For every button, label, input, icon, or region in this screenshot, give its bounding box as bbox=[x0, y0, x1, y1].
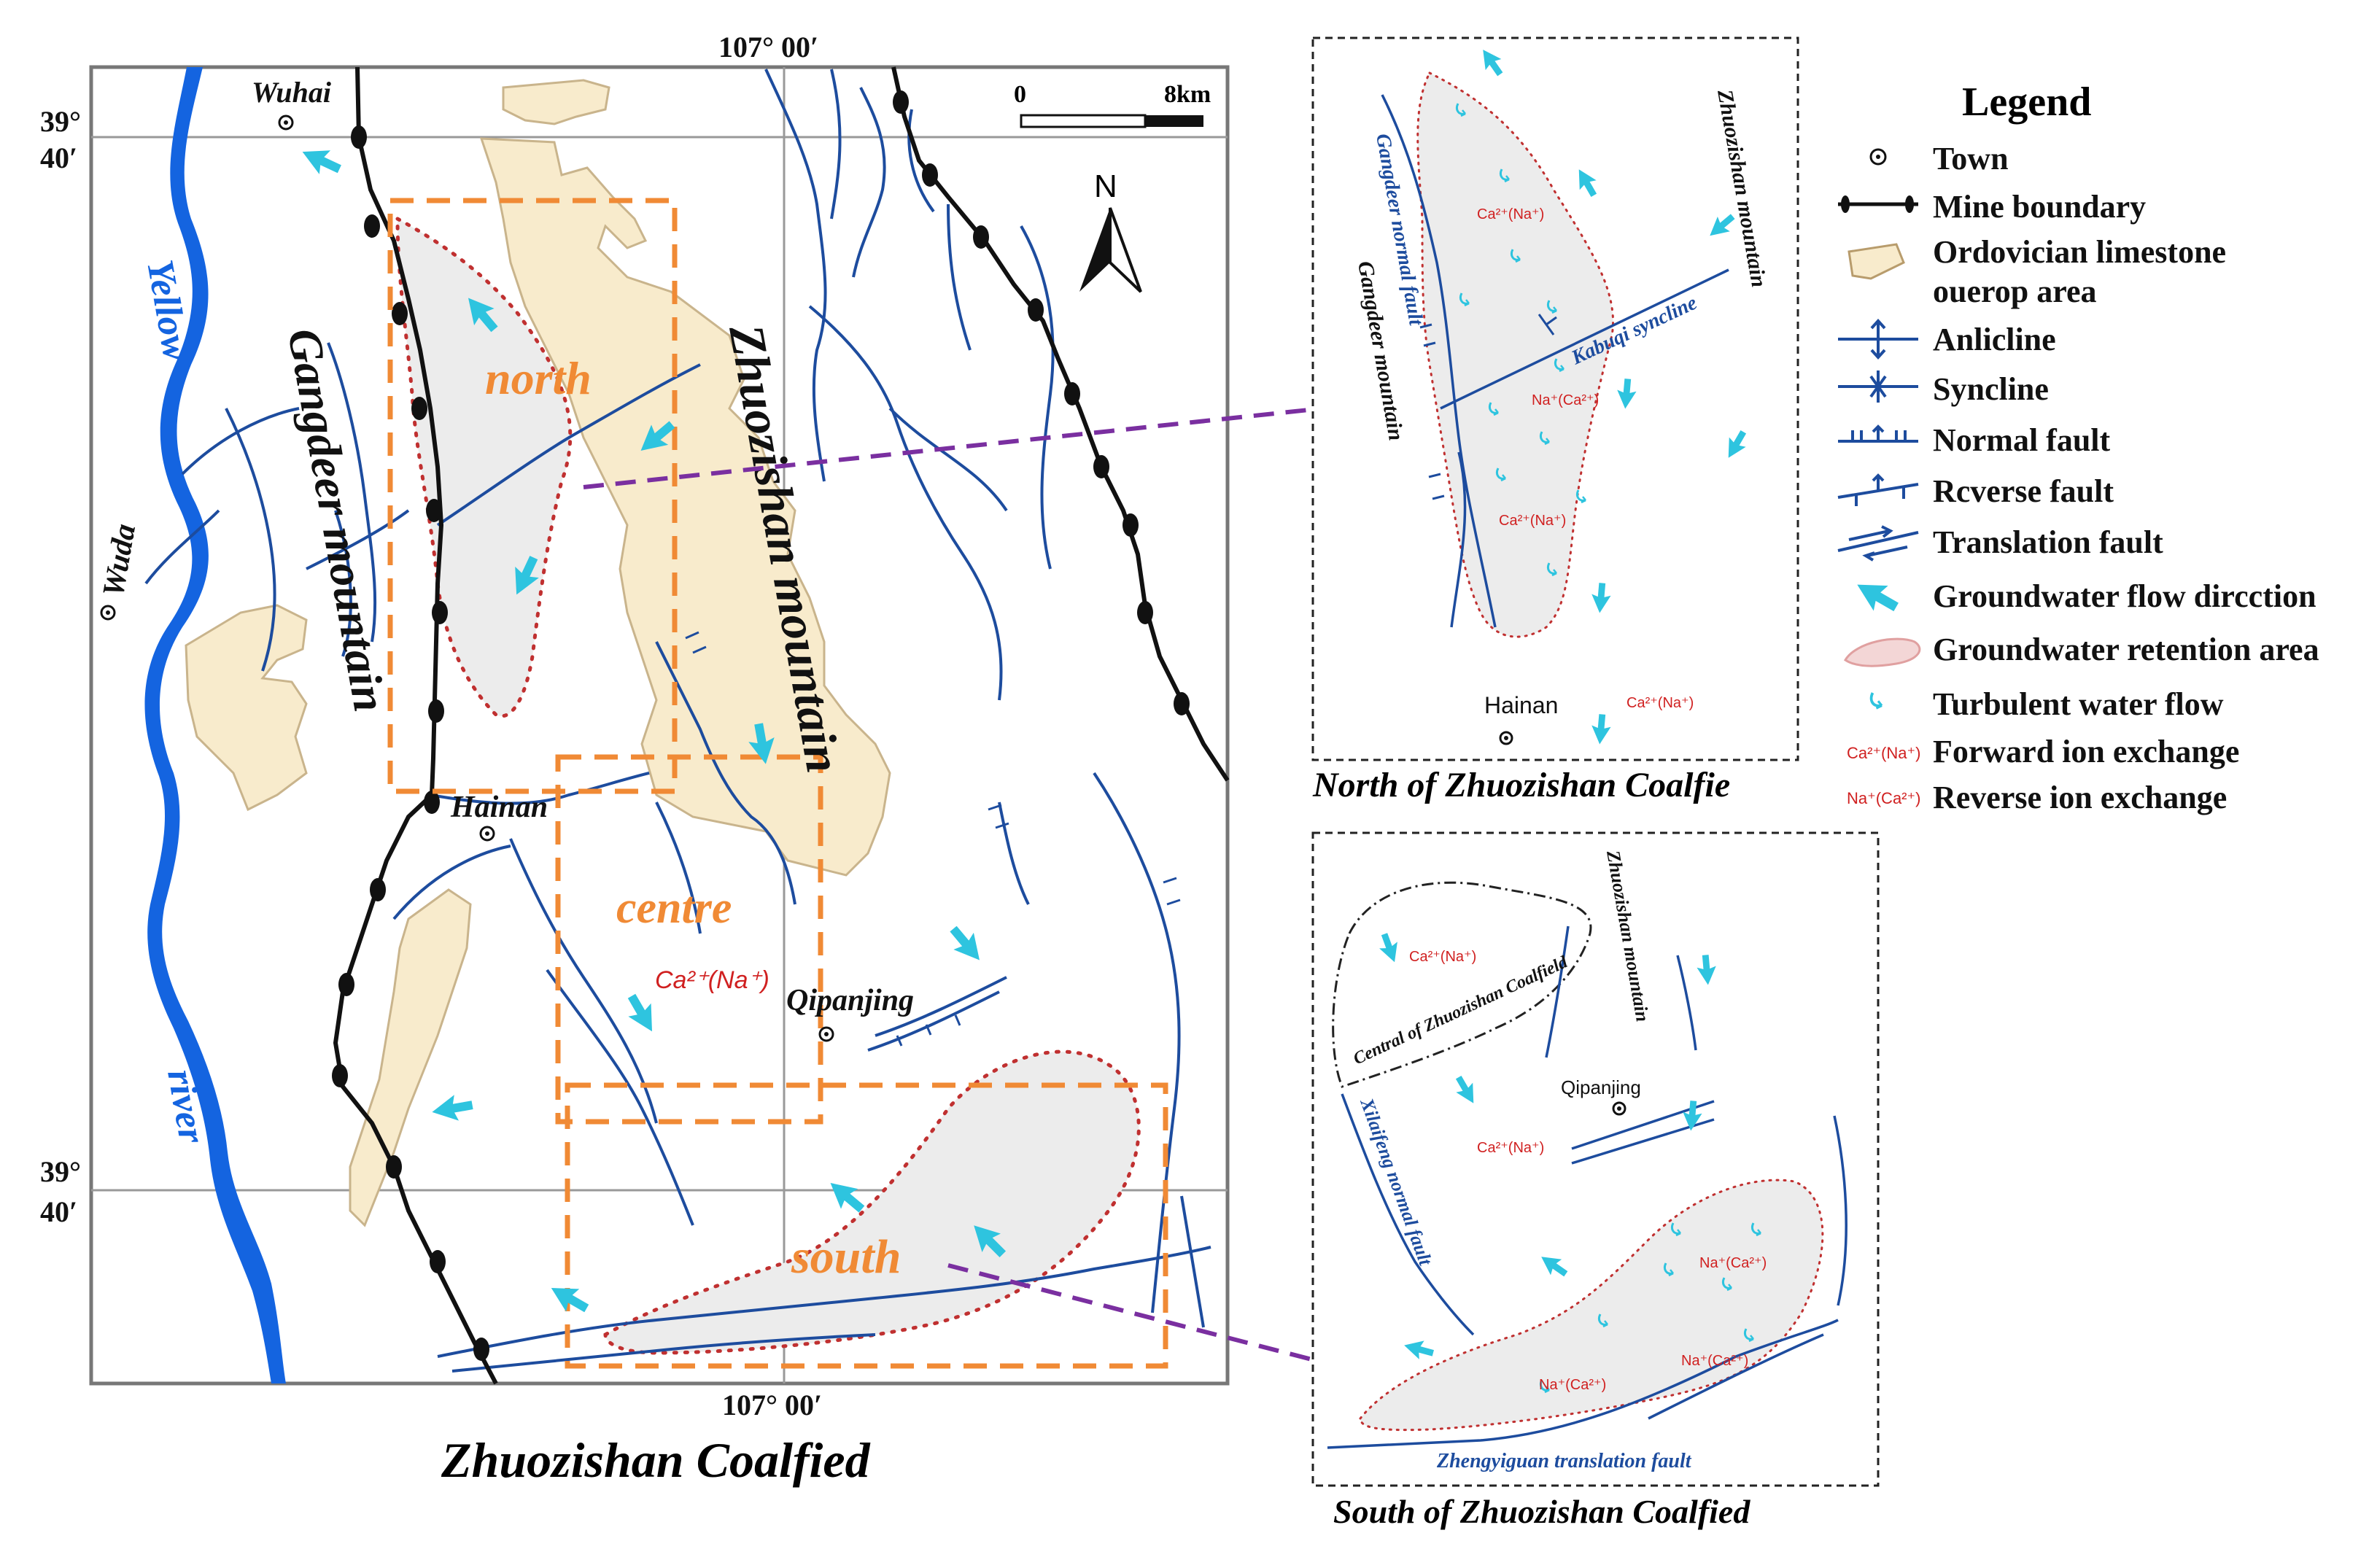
town-wuhai: Wuhai bbox=[252, 76, 331, 109]
syncline-icon bbox=[1838, 370, 1918, 403]
north-inset: Ca²⁺(Na⁺) Na⁺(Ca²⁺) Ca²⁺(Na⁺) Ca²⁺(Na⁺) … bbox=[1311, 36, 1799, 804]
limestone-gangdeer bbox=[185, 604, 308, 812]
legend-label-translation-fault: Translation fault bbox=[1933, 524, 2163, 560]
label-qipanjing-inset: Qipanjing bbox=[1561, 1076, 1641, 1098]
north-arrow: N bbox=[1079, 168, 1142, 293]
coordinates: 107° 00′ 107° 00′ 39° 40′ 39° 40′ bbox=[40, 31, 822, 1421]
scale-start: 0 bbox=[1014, 81, 1026, 108]
mine-boundaries bbox=[333, 66, 1230, 1385]
legend-icons bbox=[1837, 148, 1921, 710]
north-arrow-icon bbox=[1079, 208, 1110, 292]
south-ion-reverse-1: Na⁺(Ca²⁺) bbox=[1699, 1255, 1767, 1271]
limestone-outcrops bbox=[185, 79, 891, 1227]
reverse-fault-icon bbox=[1837, 473, 1919, 506]
label-zhengyiguan-translation-fault: Zhengyiguan translation fault bbox=[1436, 1450, 1692, 1472]
legend-label-forward-ion: Forward ion exchange bbox=[1933, 734, 2239, 769]
legend-label-town: Town bbox=[1933, 141, 2009, 176]
legend-label-normal-fault: Normal fault bbox=[1933, 422, 2111, 458]
town-icon bbox=[1869, 148, 1887, 166]
zone-boxes bbox=[387, 198, 1168, 1369]
anticline-icon bbox=[1838, 319, 1918, 360]
zone-label-north: north bbox=[485, 352, 592, 404]
retention-areas-main bbox=[395, 215, 1141, 1355]
north-ion-reverse-1: Na⁺(Ca²⁺) bbox=[1532, 392, 1599, 408]
kabuqi-syncline-line bbox=[1440, 268, 1729, 410]
towns-main: Wuhai Wuda Hainan Qipanjing bbox=[97, 76, 914, 1042]
south-ion-forward-2: Ca²⁺(Na⁺) bbox=[1477, 1140, 1544, 1156]
normal-fault-icon bbox=[1838, 424, 1918, 443]
forward-ion-icon: Ca²⁺(Na⁺) bbox=[1847, 744, 1920, 762]
legend-label-reverse-fault: Rcverse fault bbox=[1933, 473, 2114, 509]
bottom-longitude: 107° 00′ bbox=[722, 1389, 822, 1421]
legend-label-flow-direction: Groundwater flow dircction bbox=[1933, 578, 2316, 614]
south-ion-forward-1: Ca²⁺(Na⁺) bbox=[1409, 949, 1476, 965]
south-retention-area bbox=[1359, 1179, 1824, 1432]
gangdeer-normal-fault-line bbox=[1381, 94, 1497, 628]
retention-area-icon bbox=[1843, 637, 1921, 667]
scale-end: 8km bbox=[1164, 81, 1211, 108]
flow-arrow-icon bbox=[1850, 572, 1904, 620]
legend-label-retention-area: Groundwater retention area bbox=[1933, 632, 2319, 667]
faults-main bbox=[144, 69, 1211, 1373]
north-inset-caption: North of Zhuozishan Coalfie bbox=[1312, 766, 1730, 804]
lat-bottom-min: 40′ bbox=[40, 1195, 77, 1228]
reverse-ion-icon: Na⁺(Ca²⁺) bbox=[1847, 789, 1920, 807]
lat-bottom-deg: 39° bbox=[40, 1155, 81, 1188]
xilaifeng-normal-fault-line bbox=[1341, 1093, 1475, 1336]
north-ion-forward-2: Ca²⁺(Na⁺) bbox=[1499, 513, 1566, 529]
main-map: 0 8km N 107° 00′ 107° 00′ 39° 40′ 39° 40… bbox=[40, 31, 1357, 1488]
zone-label-centre: centre bbox=[616, 883, 732, 933]
south-ion-reverse-2: Na⁺(Ca²⁺) bbox=[1681, 1353, 1748, 1369]
north-ion-forward-3: Ca²⁺(Na⁺) bbox=[1626, 695, 1694, 711]
central-coalfield-outline bbox=[1332, 881, 1592, 1088]
mine-boundary-beads bbox=[332, 90, 1190, 1361]
retention-north bbox=[395, 215, 573, 718]
legend-title: Legend bbox=[1962, 79, 2091, 125]
lat-top-deg: 39° bbox=[40, 105, 81, 138]
main-map-title: Zhuozishan Coalfied bbox=[441, 1432, 871, 1488]
zone-box-south bbox=[565, 1082, 1168, 1369]
zone-box-centre bbox=[555, 754, 823, 1125]
turbulent-flow-icon bbox=[1869, 691, 1883, 710]
south-inset-caption: South of Zhuozishan Coalfied bbox=[1333, 1493, 1750, 1530]
mine-boundary-icon bbox=[1838, 195, 1918, 213]
retention-south bbox=[603, 1049, 1141, 1355]
legend-label-turbulent-flow: Turbulent water flow bbox=[1933, 686, 2224, 722]
legend-label-mine-boundary: Mine boundary bbox=[1933, 189, 2146, 225]
fault-ticks-main bbox=[685, 631, 1181, 1047]
legend: Legend Town Mine boundary Ordovician lim… bbox=[1837, 79, 2319, 815]
legend-label-reverse-ion: Reverse ion exchange bbox=[1933, 780, 2227, 815]
south-inset: Ca²⁺(Na⁺) Ca²⁺(Na⁺) Na⁺(Ca²⁺) Na⁺(Ca²⁺) … bbox=[1311, 831, 1880, 1530]
limestone-zhuozishan bbox=[479, 137, 891, 877]
north-retention-area bbox=[1416, 71, 1614, 638]
yellow-river bbox=[144, 67, 286, 1383]
zone-label-south: south bbox=[791, 1230, 901, 1284]
link-arrow-north bbox=[583, 405, 1357, 489]
label-hainan-inset: Hainan bbox=[1484, 692, 1558, 718]
north-arrow-letter: N bbox=[1094, 168, 1117, 204]
translation-fault-icon bbox=[1837, 525, 1919, 562]
north-ion-forward-1: Ca²⁺(Na⁺) bbox=[1477, 206, 1544, 222]
town-hainan: Hainan bbox=[450, 791, 548, 824]
scale-bar: 0 8km bbox=[1014, 81, 1211, 128]
ion-label-centre: Ca²⁺(Na⁺) bbox=[655, 966, 769, 994]
top-longitude: 107° 00′ bbox=[718, 31, 818, 63]
town-qipanjing: Qipanjing bbox=[786, 984, 914, 1017]
lat-top-min: 40′ bbox=[40, 141, 77, 174]
legend-label-syncline: Syncline bbox=[1933, 371, 2049, 407]
zhengyiguan-fault-line bbox=[1327, 1319, 1839, 1449]
south-ion-reverse-3: Na⁺(Ca²⁺) bbox=[1539, 1377, 1606, 1393]
limestone-icon bbox=[1847, 243, 1905, 280]
limestone-top bbox=[502, 79, 610, 125]
link-arrow-south bbox=[947, 1263, 1357, 1371]
legend-label-anticline: Anlicline bbox=[1933, 322, 2056, 357]
